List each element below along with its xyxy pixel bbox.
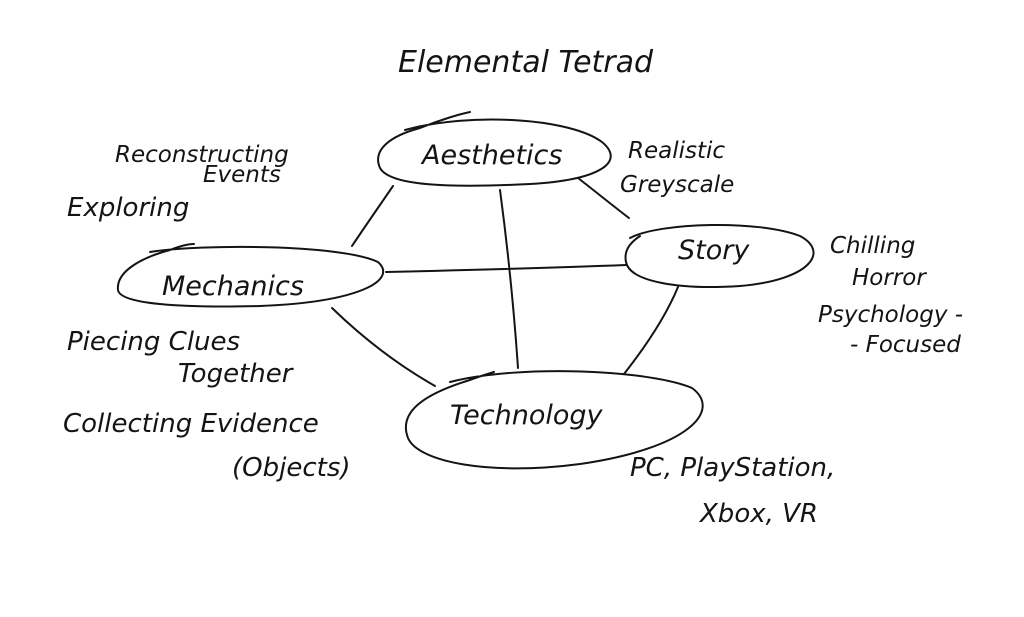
node-story-shape	[624, 224, 815, 288]
note-story-horror: Horror	[852, 265, 927, 291]
node-mechanics-label: Mechanics	[162, 271, 304, 302]
note-technology-xbox-vr: Xbox, VR	[698, 499, 818, 529]
note-mechanics-reconstructing: Reconstructing	[115, 142, 289, 168]
node-aesthetics-label: Aesthetics	[420, 140, 562, 171]
edge-aesthetics-technology	[499, 189, 519, 369]
edge-story-technology	[623, 286, 679, 375]
note-mechanics-piecing-clues: Piecing Clues	[67, 327, 240, 357]
node-technology-shape	[405, 370, 704, 470]
diagram-title: Elemental Tetrad	[398, 45, 654, 80]
note-story-psychology: Psychology -	[818, 302, 963, 328]
node-technology-label: Technology	[450, 400, 604, 431]
edge-aesthetics-mechanics	[351, 185, 394, 247]
note-story-chilling: Chilling	[830, 233, 915, 259]
edge-mechanics-story	[385, 264, 627, 273]
note-story-focused: - Focused	[850, 332, 961, 358]
note-mechanics-objects: (Objects)	[232, 453, 351, 483]
edge-aesthetics-story	[577, 177, 630, 219]
node-mechanics-shape	[116, 243, 385, 308]
note-mechanics-collecting-evidence: Collecting Evidence	[63, 409, 319, 439]
note-mechanics-events: Events	[203, 162, 281, 188]
edge-mechanics-technology	[331, 307, 436, 387]
node-aesthetics-shape	[377, 111, 612, 187]
note-mechanics-together: Together	[178, 359, 295, 389]
note-aesthetics-realistic: Realistic	[628, 138, 725, 164]
note-aesthetics-greyscale: Greyscale	[620, 172, 734, 198]
note-technology-platforms: PC, PlayStation,	[630, 453, 835, 483]
note-mechanics-exploring: Exploring	[67, 193, 189, 223]
node-story-label: Story	[678, 235, 750, 266]
